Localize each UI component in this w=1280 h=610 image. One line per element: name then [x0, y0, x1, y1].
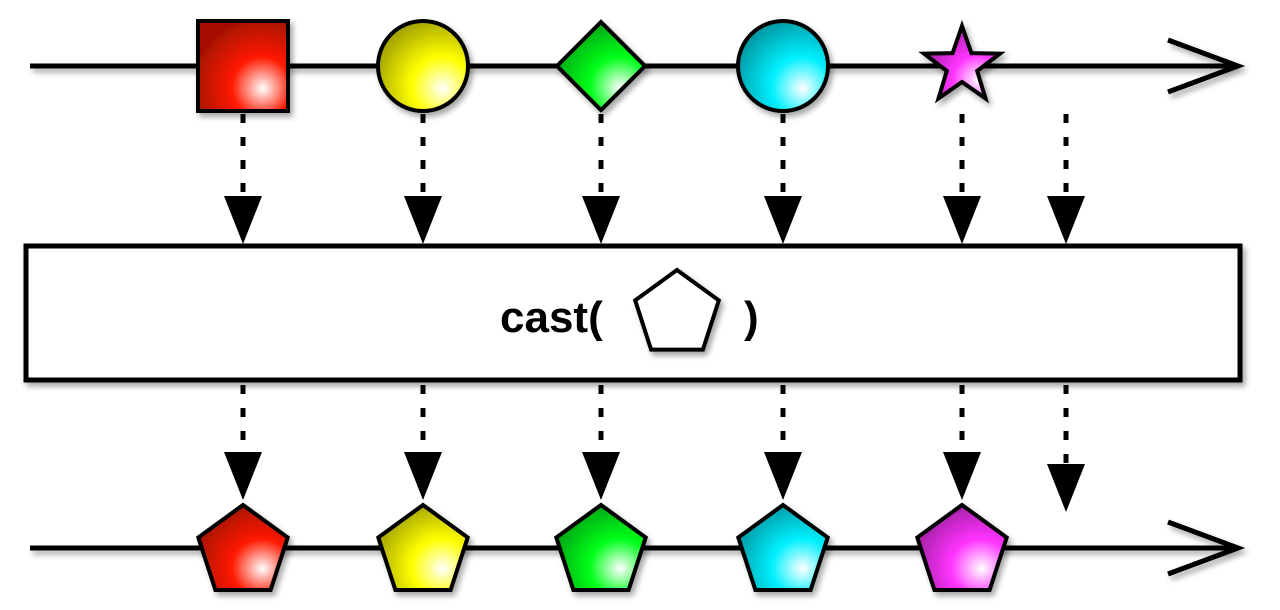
arrow-out-6-head: [1047, 464, 1085, 512]
operator-argument-pentagon-icon: [632, 267, 722, 352]
output-pentagon-marble-icon: [375, 502, 471, 592]
arrow-in-2-head: [404, 196, 442, 244]
output-pentagon-marble-icon: [553, 502, 649, 592]
output-pentagon-marble-icon: [735, 502, 831, 592]
arrow-out-6: [1047, 385, 1085, 512]
output-pentagon-marble-icon: [195, 502, 291, 592]
output-items: [195, 502, 1010, 592]
arrow-in-1: [224, 114, 262, 244]
input-circle-marble-icon: [736, 19, 830, 113]
arrow-out-2-head: [404, 452, 442, 500]
input-items: [196, 19, 1006, 113]
output-timeline-arrowhead: [1167, 519, 1246, 577]
arrow-out-1-head: [224, 452, 262, 500]
arrow-in-6: [1047, 114, 1085, 244]
output-pentagon-marble-icon: [914, 502, 1010, 592]
arrow-in-4: [764, 114, 802, 244]
operator-box-rect: [23, 243, 1243, 383]
input-circle-marble-icon: [376, 19, 470, 113]
operator-name: cast(: [500, 293, 603, 342]
arrow-out-2: [404, 385, 442, 500]
arrow-out-5: [943, 385, 981, 500]
operator-close-paren: ): [744, 293, 759, 342]
arrow-in-5-head: [943, 196, 981, 244]
arrow-in-1-head: [224, 196, 262, 244]
arrow-in-3: [582, 114, 620, 244]
input-diamond-marble-icon: [554, 19, 648, 113]
arrow-out-4: [764, 385, 802, 500]
arrow-in-4-head: [764, 196, 802, 244]
arrow-out-3-head: [582, 452, 620, 500]
arrow-in-5: [943, 114, 981, 244]
operator-to-output-arrows: [224, 385, 1085, 512]
input-to-operator-arrows: [224, 114, 1085, 244]
input-square-marble-icon: [196, 19, 290, 113]
arrow-out-3: [582, 385, 620, 500]
arrow-in-2: [404, 114, 442, 244]
arrow-in-3-head: [582, 196, 620, 244]
input-star-marble-icon: [918, 19, 1006, 104]
arrow-out-1: [224, 385, 262, 500]
operator-box: cast( ): [23, 243, 1243, 383]
arrow-out-4-head: [764, 452, 802, 500]
arrow-in-6-head: [1047, 196, 1085, 244]
input-timeline-arrowhead: [1167, 37, 1246, 95]
arrow-out-5-head: [943, 452, 981, 500]
